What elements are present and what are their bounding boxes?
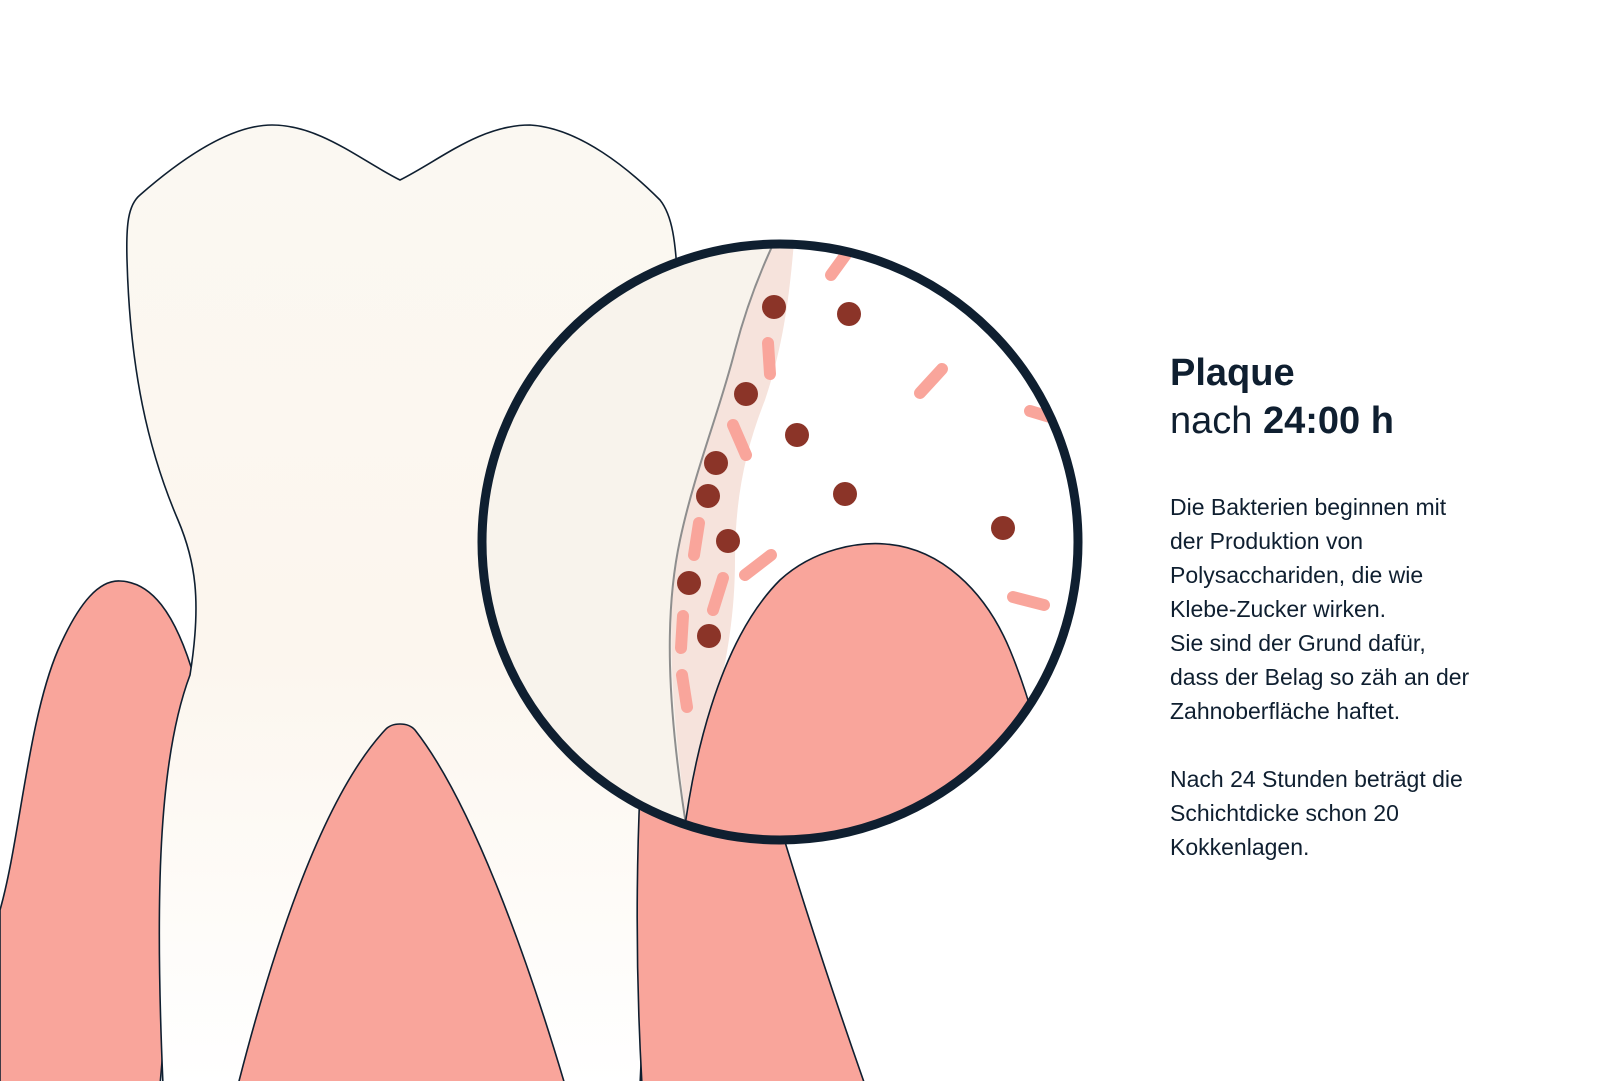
- paragraph-line: Die Bakterien beginnen mit: [1170, 494, 1447, 520]
- coccus-bacterium: [762, 295, 786, 319]
- coccus-bacterium: [696, 484, 720, 508]
- paragraph-line: Klebe-Zucker wirken.: [1170, 596, 1387, 622]
- coccus-bacterium: [704, 451, 728, 475]
- rod-bacterium: [727, 419, 752, 461]
- rod-bacterium: [914, 363, 948, 399]
- rod-bacterium: [1007, 591, 1050, 611]
- rod-bacterium: [762, 337, 776, 380]
- paragraph-line: Nach 24 Stunden beträgt die: [1170, 766, 1463, 792]
- rod-bacterium: [707, 572, 729, 616]
- coccus-bacterium: [991, 516, 1015, 540]
- subtitle-prefix: nach: [1170, 400, 1253, 442]
- info-panel: Plaque nach 24:00 h Die Bakterien beginn…: [1170, 350, 1590, 898]
- paragraph-line: dass der Belag so zäh an der: [1170, 664, 1470, 690]
- subtitle-time: 24:00 h: [1262, 400, 1394, 442]
- info-subtitle: nach 24:00 h: [1170, 396, 1590, 446]
- coccus-bacterium: [734, 382, 758, 406]
- rod-bacterium: [675, 610, 689, 654]
- paragraph-line: der Produktion von: [1170, 528, 1364, 554]
- rod-bacterium: [739, 549, 777, 581]
- coccus-bacterium: [837, 302, 861, 326]
- coccus-bacterium: [785, 423, 809, 447]
- description-paragraph-1: Die Bakterien beginnen mit der Produktio…: [1170, 490, 1590, 728]
- paragraph-line: Sie sind der Grund dafür,: [1170, 630, 1426, 656]
- enamel-boundary: [668, 244, 781, 840]
- coccus-bacterium: [716, 529, 740, 553]
- coccus-bacterium: [677, 571, 701, 595]
- magnifier-rim: [477, 239, 1083, 845]
- rod-bacteria: [675, 247, 1066, 713]
- coccus-bacterium: [833, 482, 857, 506]
- info-title: Plaque: [1170, 352, 1295, 394]
- coccus-bacterium: [697, 624, 721, 648]
- paragraph-line: Zahnoberfläche haftet.: [1170, 698, 1401, 724]
- paragraph-line: Schichtdicke schon 20: [1170, 800, 1399, 826]
- rod-bacterium: [825, 247, 853, 281]
- enamel-surface: [482, 244, 780, 840]
- paragraph-line: Kokkenlagen.: [1170, 834, 1310, 860]
- gum-left: [0, 580, 196, 1081]
- magnifier-lens-icon: [477, 239, 1083, 845]
- rod-bacterium: [676, 669, 693, 713]
- gum-middle: [238, 723, 565, 1081]
- description-paragraph-2: Nach 24 Stunden beträgt die Schichtdicke…: [1170, 762, 1590, 864]
- rod-bacterium: [688, 517, 705, 561]
- cocci-bacteria: [677, 295, 1015, 648]
- paragraph-line: Polysacchariden, die wie: [1170, 562, 1424, 588]
